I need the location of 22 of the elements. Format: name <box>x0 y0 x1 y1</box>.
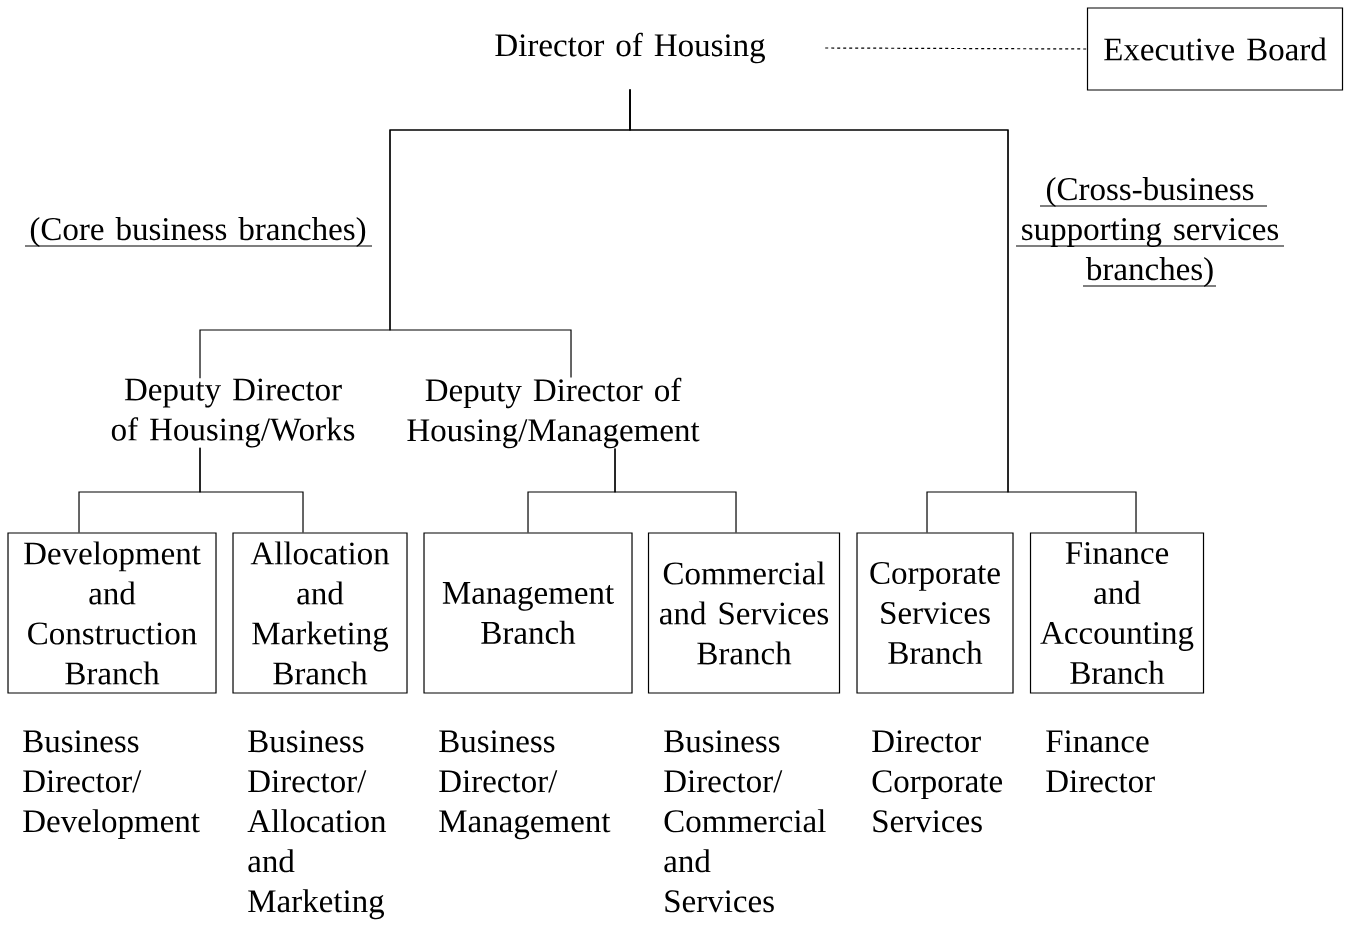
group-heading: (Cross-business supporting services branches) <box>1022 177 1279 287</box>
director-caption: Business Director/ Development <box>23 730 200 840</box>
director-caption: Business Director/ Allocation and Marketing <box>247 730 387 920</box>
deputy-text: Deputy Director of Housing/Works <box>111 378 355 448</box>
connector-line <box>824 47 1088 50</box>
branch-box: Management Branch <box>423 532 633 694</box>
director-caption: Director Corporate Services <box>872 730 1003 833</box>
branch-box: Development and Construction Branch <box>7 532 217 694</box>
board-box: Executive Board <box>1086 7 1344 91</box>
connector-line <box>614 447 737 533</box>
connector-line <box>629 88 1137 533</box>
director-caption: Business Director/ Commercial and Services <box>664 730 826 913</box>
director-caption: Business Director/ Management <box>439 730 611 840</box>
group-heading: (Core business branches) <box>30 217 366 247</box>
deputy-text: Deputy Director of Housing/Management <box>407 377 700 449</box>
director-caption: Finance Director <box>1046 730 1155 793</box>
branch-box: Finance and Accounting Branch <box>1029 532 1205 694</box>
branch-box: Corporate Services Branch <box>856 532 1014 694</box>
connector-line <box>199 447 304 533</box>
title-text: Director of Housing <box>495 32 765 64</box>
branch-box: Commercial and Services Branch <box>647 532 841 694</box>
branch-box: Allocation and Marketing Branch <box>232 532 408 694</box>
